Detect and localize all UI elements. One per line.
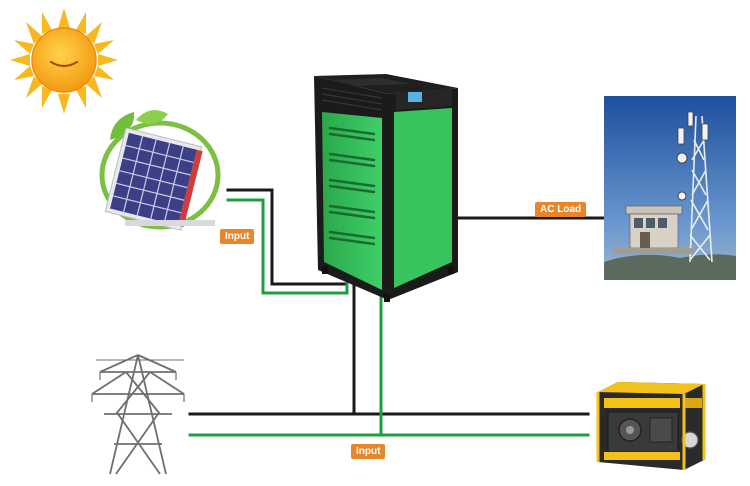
generator-icon <box>596 382 706 470</box>
grid-input-label: Input <box>351 444 386 459</box>
power-pylon-icon <box>91 354 185 475</box>
sun-icon <box>10 8 118 114</box>
solar-live-wire <box>226 188 349 286</box>
solar-neutral-wire <box>226 198 349 295</box>
telecom-tower-photo <box>604 96 736 280</box>
solar-input-label: Input <box>220 229 255 244</box>
inverter-cabinet <box>314 74 458 302</box>
wiring <box>188 188 606 437</box>
solar-panel-icon <box>99 110 221 231</box>
ac-load-label: AC Load <box>535 202 587 217</box>
